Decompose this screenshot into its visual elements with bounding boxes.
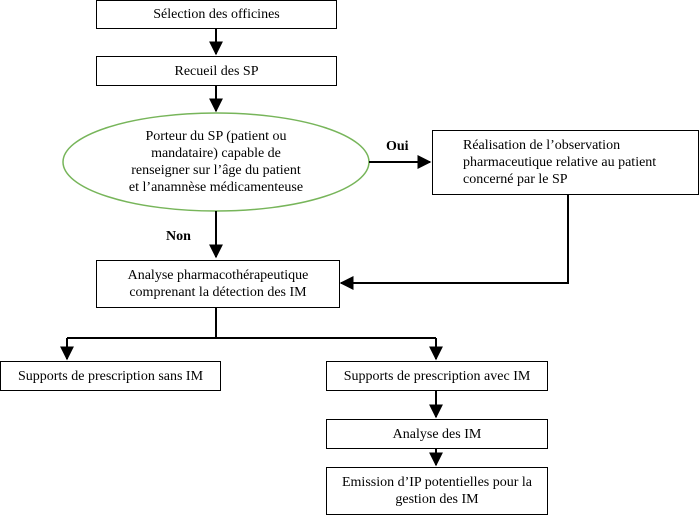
arrow-realisation-to-analyse — [339, 194, 569, 290]
node-emission-ip: Emission d’IP potentielles pour la gesti… — [326, 467, 548, 515]
realisation-line: pharmaceutique relative au patient — [463, 155, 657, 170]
realisation-line: Réalisation de l’observation — [463, 138, 621, 153]
analyse-pharmaco-line: comprenant la détection des IM — [129, 285, 307, 300]
node-realisation-observation: Réalisation de l’observation pharmaceuti… — [432, 130, 699, 195]
decision-line: Porteur du SP (patient ou — [145, 129, 287, 144]
decision-line: et l’anamnèse médicamenteuse — [128, 180, 304, 195]
node-avec-im-label: Supports de prescription avec IM — [343, 368, 531, 384]
node-supports-avec-im: Supports de prescription avec IM — [326, 361, 548, 391]
node-sans-im-label: Supports de prescription sans IM — [17, 368, 204, 384]
edge-label-oui: Oui — [386, 139, 409, 154]
node-analyse-pharmacotherapeutique: Analyse pharmacothérapeutique comprenant… — [96, 260, 340, 308]
node-analyse-im-label: Analyse des IM — [392, 426, 482, 442]
node-selection-label: Sélection des officines — [153, 7, 280, 22]
edge-label-non: Non — [166, 229, 191, 244]
node-selection-officines: Sélection des officines — [96, 0, 337, 29]
realisation-line: concerné par le SP — [463, 172, 568, 187]
node-recueil-label: Recueil des SP — [174, 63, 259, 79]
node-recueil-sp: Recueil des SP — [96, 56, 337, 86]
decision-line: mandataire) capable de — [151, 146, 281, 161]
node-decision-porteur: Porteur du SP (patient ou mandataire) ca… — [88, 120, 344, 204]
node-supports-sans-im: Supports de prescription sans IM — [0, 361, 221, 391]
node-analyse-des-im: Analyse des IM — [326, 419, 548, 449]
decision-line: renseigner sur l’âge du patient — [131, 163, 301, 178]
analyse-pharmaco-line: Analyse pharmacothérapeutique — [127, 268, 309, 283]
emission-line: Emission d’IP potentielles pour la — [341, 475, 532, 490]
emission-line: gestion des IM — [395, 492, 479, 507]
